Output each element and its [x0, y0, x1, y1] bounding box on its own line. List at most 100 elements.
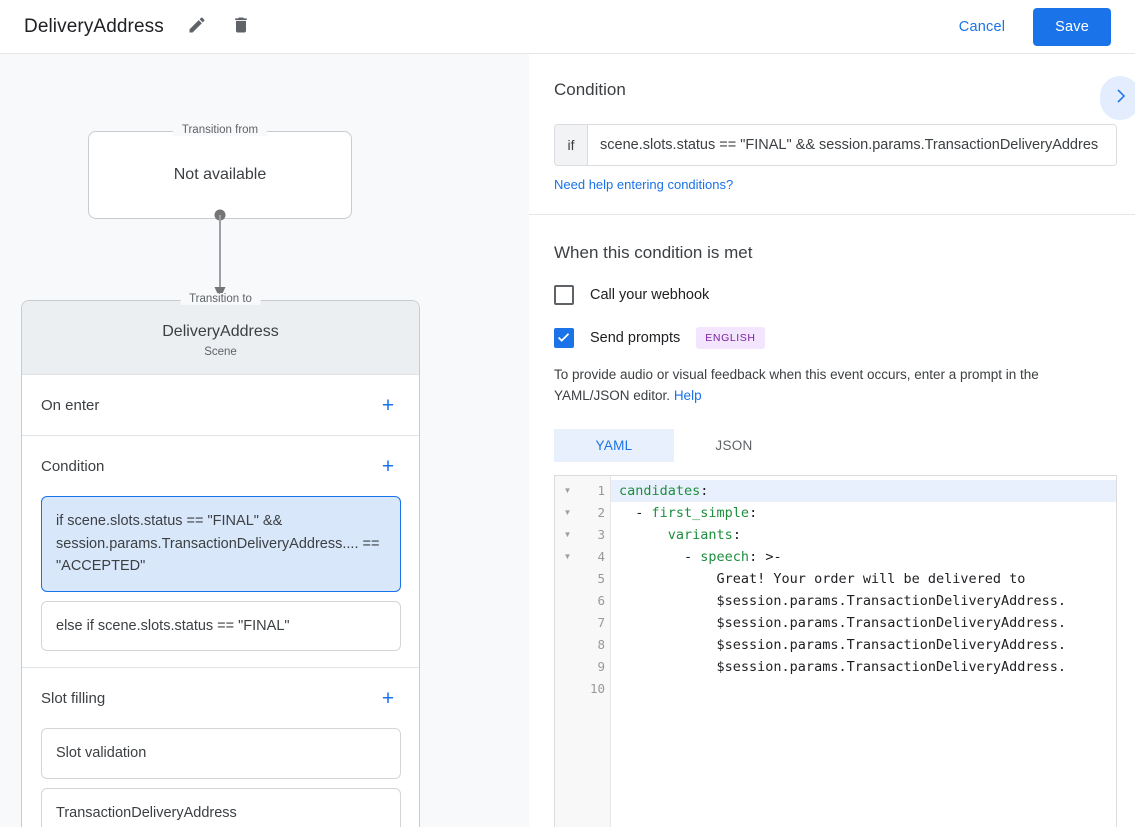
code-fold-spacer — [555, 656, 580, 678]
transition-from-value: Not available — [173, 166, 267, 183]
add-on-enter-button[interactable]: + — [375, 392, 401, 418]
call-webhook-label: Call your webhook — [590, 287, 710, 303]
transition-graph: Transition from Not available — [0, 54, 529, 299]
section-on-enter: On enter + — [22, 375, 419, 436]
send-prompts-label: Send prompts — [590, 330, 681, 346]
slot-item-transaction-delivery-address[interactable]: TransactionDeliveryAddress — [41, 788, 401, 827]
transition-to-subtitle: Scene — [204, 346, 237, 358]
code-fold-toggle[interactable]: ▼ — [563, 530, 572, 540]
expand-panel-button[interactable] — [1100, 76, 1135, 120]
code-line[interactable]: variants: — [611, 524, 1116, 546]
code-content[interactable]: candidates: - first_simple: variants: - … — [611, 476, 1116, 827]
code-token-key: variants — [667, 526, 733, 543]
section-body-condition: if scene.slots.status == "FINAL" && sess… — [22, 496, 419, 667]
code-fold-toggle[interactable]: ▼ — [563, 486, 572, 496]
transition-to-header[interactable]: Transition to DeliveryAddress Scene — [22, 293, 419, 375]
transition-to-title: DeliveryAddress — [162, 323, 279, 340]
add-condition-button[interactable]: + — [375, 453, 401, 479]
code-token-rest: : >- — [749, 548, 782, 565]
editor-format-tabs: YAML JSON — [554, 428, 1110, 462]
code-line[interactable]: Great! Your order will be delivered to — [619, 570, 1026, 587]
condition-help-link[interactable]: Need help entering conditions? — [554, 177, 734, 192]
when-condition-met-block: When this condition is met Call your web… — [529, 215, 1135, 462]
section-title-slot-filling: Slot filling — [41, 689, 106, 707]
delete-button[interactable] — [224, 10, 258, 44]
code-token-key: first_simple — [651, 504, 750, 521]
save-button[interactable]: Save — [1033, 7, 1111, 46]
code-line[interactable]: $session.params.TransactionDeliveryAddre… — [619, 636, 1067, 653]
edit-name-button[interactable] — [180, 10, 214, 44]
code-fold-spacer — [555, 568, 580, 590]
code-line[interactable]: $session.params.TransactionDeliveryAddre… — [619, 592, 1067, 609]
left-panel: Transition from Not available Transition… — [0, 54, 529, 827]
code-line-number: 1 — [597, 482, 605, 498]
send-prompts-description: To provide audio or visual feedback when… — [554, 365, 1110, 407]
code-fold-spacer — [555, 634, 580, 656]
send-prompts-help-link[interactable]: Help — [673, 387, 702, 403]
code-fold-toggle[interactable]: ▼ — [563, 552, 572, 562]
section-body-slot-filling: Slot validation TransactionDeliveryAddre… — [22, 728, 419, 827]
cancel-button[interactable]: Cancel — [945, 10, 1019, 44]
code-line-number: 9 — [597, 658, 605, 674]
code-line-number: 2 — [597, 504, 605, 520]
right-panel: Condition if Need help entering conditio… — [529, 54, 1135, 827]
trash-icon — [231, 15, 251, 38]
code-line-number: 8 — [597, 636, 605, 652]
condition-if-prefix: if — [555, 125, 588, 165]
transition-to-legend: Transition to — [180, 293, 261, 305]
code-line-number: 6 — [597, 592, 605, 608]
code-line-number: 7 — [597, 614, 605, 630]
code-line-number: 3 — [597, 526, 605, 542]
code-token-key: candidates — [619, 482, 701, 499]
panel-divider — [529, 214, 1135, 215]
condition-editor-block: Condition if Need help entering conditio… — [529, 54, 1135, 214]
send-prompts-description-text: To provide audio or visual feedback when… — [554, 367, 1039, 403]
code-line[interactable]: $session.params.TransactionDeliveryAddre… — [619, 658, 1067, 675]
send-prompts-checkbox[interactable] — [554, 328, 574, 348]
section-header-condition[interactable]: Condition + — [22, 436, 419, 496]
code-token-key: speech — [700, 548, 750, 565]
code-line[interactable]: $session.params.TransactionDeliveryAddre… — [619, 614, 1067, 631]
add-slot-filling-button[interactable]: + — [375, 685, 401, 711]
transition-connector-arrow — [213, 209, 227, 300]
code-token-rest: : — [732, 526, 741, 543]
top-bar: DeliveryAddress Cancel Save — [0, 0, 1135, 54]
section-title-on-enter: On enter — [41, 396, 100, 414]
section-title-condition: Condition — [41, 457, 105, 475]
section-condition: Condition + if scene.slots.status == "FI… — [22, 436, 419, 669]
condition-item-selected[interactable]: if scene.slots.status == "FINAL" && sess… — [41, 496, 401, 592]
code-line-number: 4 — [597, 548, 605, 564]
when-condition-met-heading: When this condition is met — [554, 243, 753, 262]
section-slot-filling: Slot filling + Slot validation Transacti… — [22, 668, 419, 827]
code-fold-spacer — [555, 612, 580, 634]
transition-from-legend: Transition from — [172, 124, 268, 136]
code-line[interactable]: - first_simple: — [619, 504, 758, 521]
pencil-icon — [187, 15, 207, 38]
code-token-rest: : — [700, 482, 709, 499]
call-webhook-row[interactable]: Call your webhook — [554, 285, 1110, 305]
chevron-right-icon — [1111, 87, 1129, 110]
section-header-slot-filling[interactable]: Slot filling + — [22, 668, 419, 728]
tab-json[interactable]: JSON — [715, 437, 753, 453]
transition-from-card[interactable]: Transition from Not available — [88, 124, 352, 219]
code-line[interactable]: - speech: >- — [619, 548, 782, 565]
code-fold-toggle[interactable]: ▼ — [563, 508, 572, 518]
send-prompts-row[interactable]: Send prompts ENGLISH — [554, 327, 1110, 349]
slot-validation-item[interactable]: Slot validation — [41, 728, 401, 780]
condition-item-else-if[interactable]: else if scene.slots.status == "FINAL" — [41, 600, 401, 652]
section-header-on-enter[interactable]: On enter + — [22, 375, 419, 435]
code-fold-spacer — [555, 590, 580, 612]
code-line-number: 5 — [597, 570, 605, 586]
tab-yaml[interactable]: YAML — [554, 428, 674, 462]
code-token-rest: : — [749, 504, 758, 521]
code-line[interactable]: candidates: — [611, 479, 1116, 502]
call-webhook-checkbox[interactable] — [554, 285, 574, 305]
language-badge: ENGLISH — [696, 327, 765, 349]
code-fold-spacer — [555, 678, 580, 700]
condition-heading: Condition — [554, 80, 626, 99]
condition-input[interactable] — [588, 125, 1116, 165]
code-line[interactable] — [611, 678, 1116, 700]
